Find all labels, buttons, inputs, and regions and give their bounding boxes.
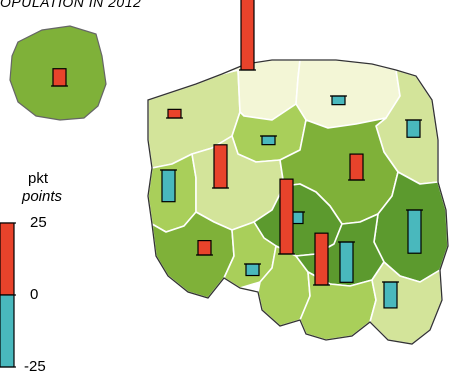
bar-dolnoslaskie [197,240,212,256]
bar-lubuskie [161,169,176,203]
bar-kujawsko-pomorskie [261,135,276,146]
bar-warminsko-mazurskie [331,95,346,106]
bar-poland-total [52,68,67,87]
legend-zero-label: 0 [30,286,39,303]
main-map [147,59,449,345]
bar-mazowieckie [349,153,364,181]
bar-lubelskie [407,209,422,254]
legend-unit-pl: pkt [28,170,49,187]
bar-podkarpackie [383,281,398,309]
legend-scale [0,222,16,368]
legend-max-label: 25 [30,214,47,231]
country-outline [147,59,449,345]
bar-podlaskie [406,119,421,138]
bar-slaskie [279,178,294,255]
legend-negative-bar [0,294,15,368]
bar-malopolskie [314,232,329,286]
legend-min-label: -25 [24,358,46,375]
bar-wielkopolskie [213,144,228,189]
bar-pomorskie [240,0,255,71]
figure-title: OPULATION IN 2012 [0,0,142,10]
bars-layer [51,0,423,309]
legend-positive-bar [0,222,15,296]
bar-swietokrzyskie [339,241,354,283]
bar-zachodniopomorskie [167,108,182,119]
bar-opolskie [245,263,260,277]
legend-unit-en: points [22,188,63,205]
